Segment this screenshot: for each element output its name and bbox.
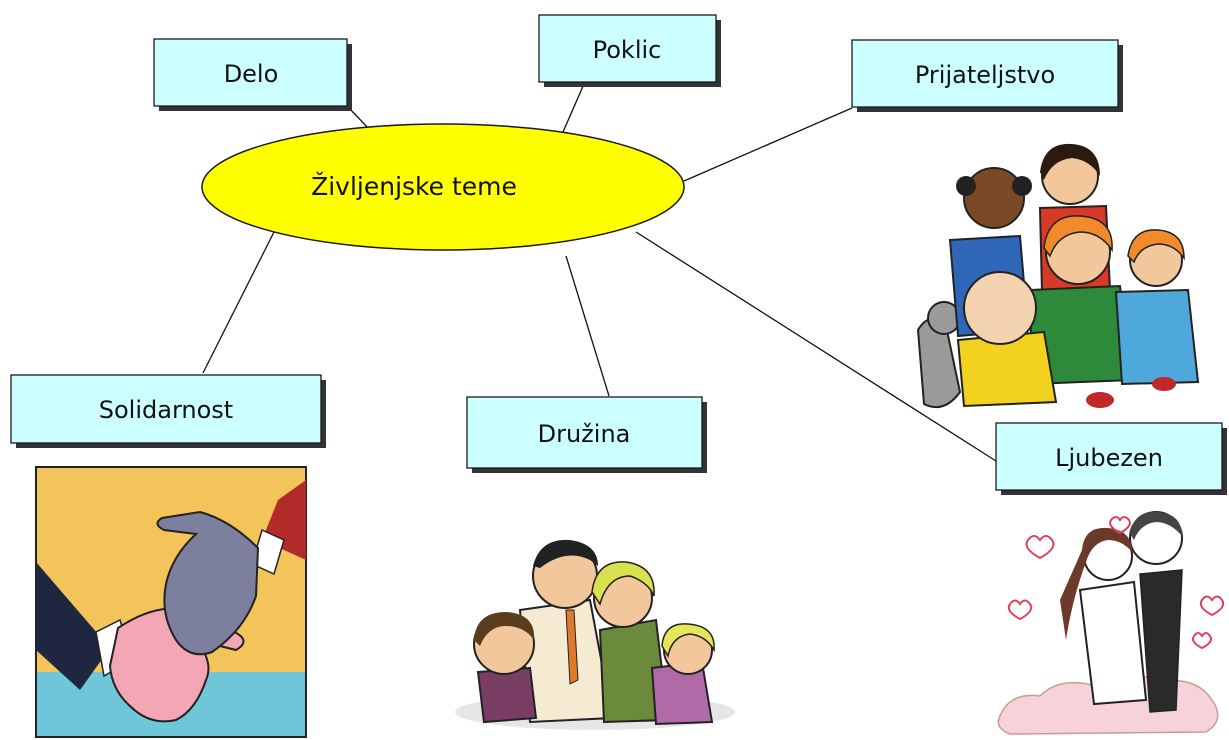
handshake-icon <box>35 466 307 738</box>
topic-label-ljubezen: Ljubezen <box>1055 444 1163 472</box>
couple-hearts-icon <box>997 511 1225 735</box>
family-icon <box>455 539 735 730</box>
topic-label-druzina: Družina <box>538 420 631 448</box>
topic-label-poklic: Poklic <box>593 36 662 64</box>
connector-poklic <box>562 83 585 133</box>
topic-box-solidarnost: Solidarnost <box>10 374 326 448</box>
topic-label-prijateljstvo: Prijateljstvo <box>915 61 1055 89</box>
topic-box-ljubezen: Ljubezen <box>995 422 1227 495</box>
topic-box-delo: Delo <box>153 38 352 111</box>
center-node <box>201 123 685 251</box>
topic-box-druzina: Družina <box>466 396 707 473</box>
connectors <box>202 83 997 462</box>
topic-label-delo: Delo <box>224 60 279 88</box>
children-group-icon <box>916 143 1200 408</box>
connector-druzina <box>565 255 610 397</box>
connector-ljubezen <box>635 231 997 462</box>
connector-solidarnost <box>202 227 277 374</box>
center-label: Življenjske teme <box>311 172 517 201</box>
topic-box-poklic: Poklic <box>538 14 721 87</box>
topic-box-prijateljstvo: Prijateljstvo <box>851 39 1123 112</box>
connector-prijateljstvo <box>683 107 853 182</box>
topic-label-solidarnost: Solidarnost <box>99 396 233 424</box>
